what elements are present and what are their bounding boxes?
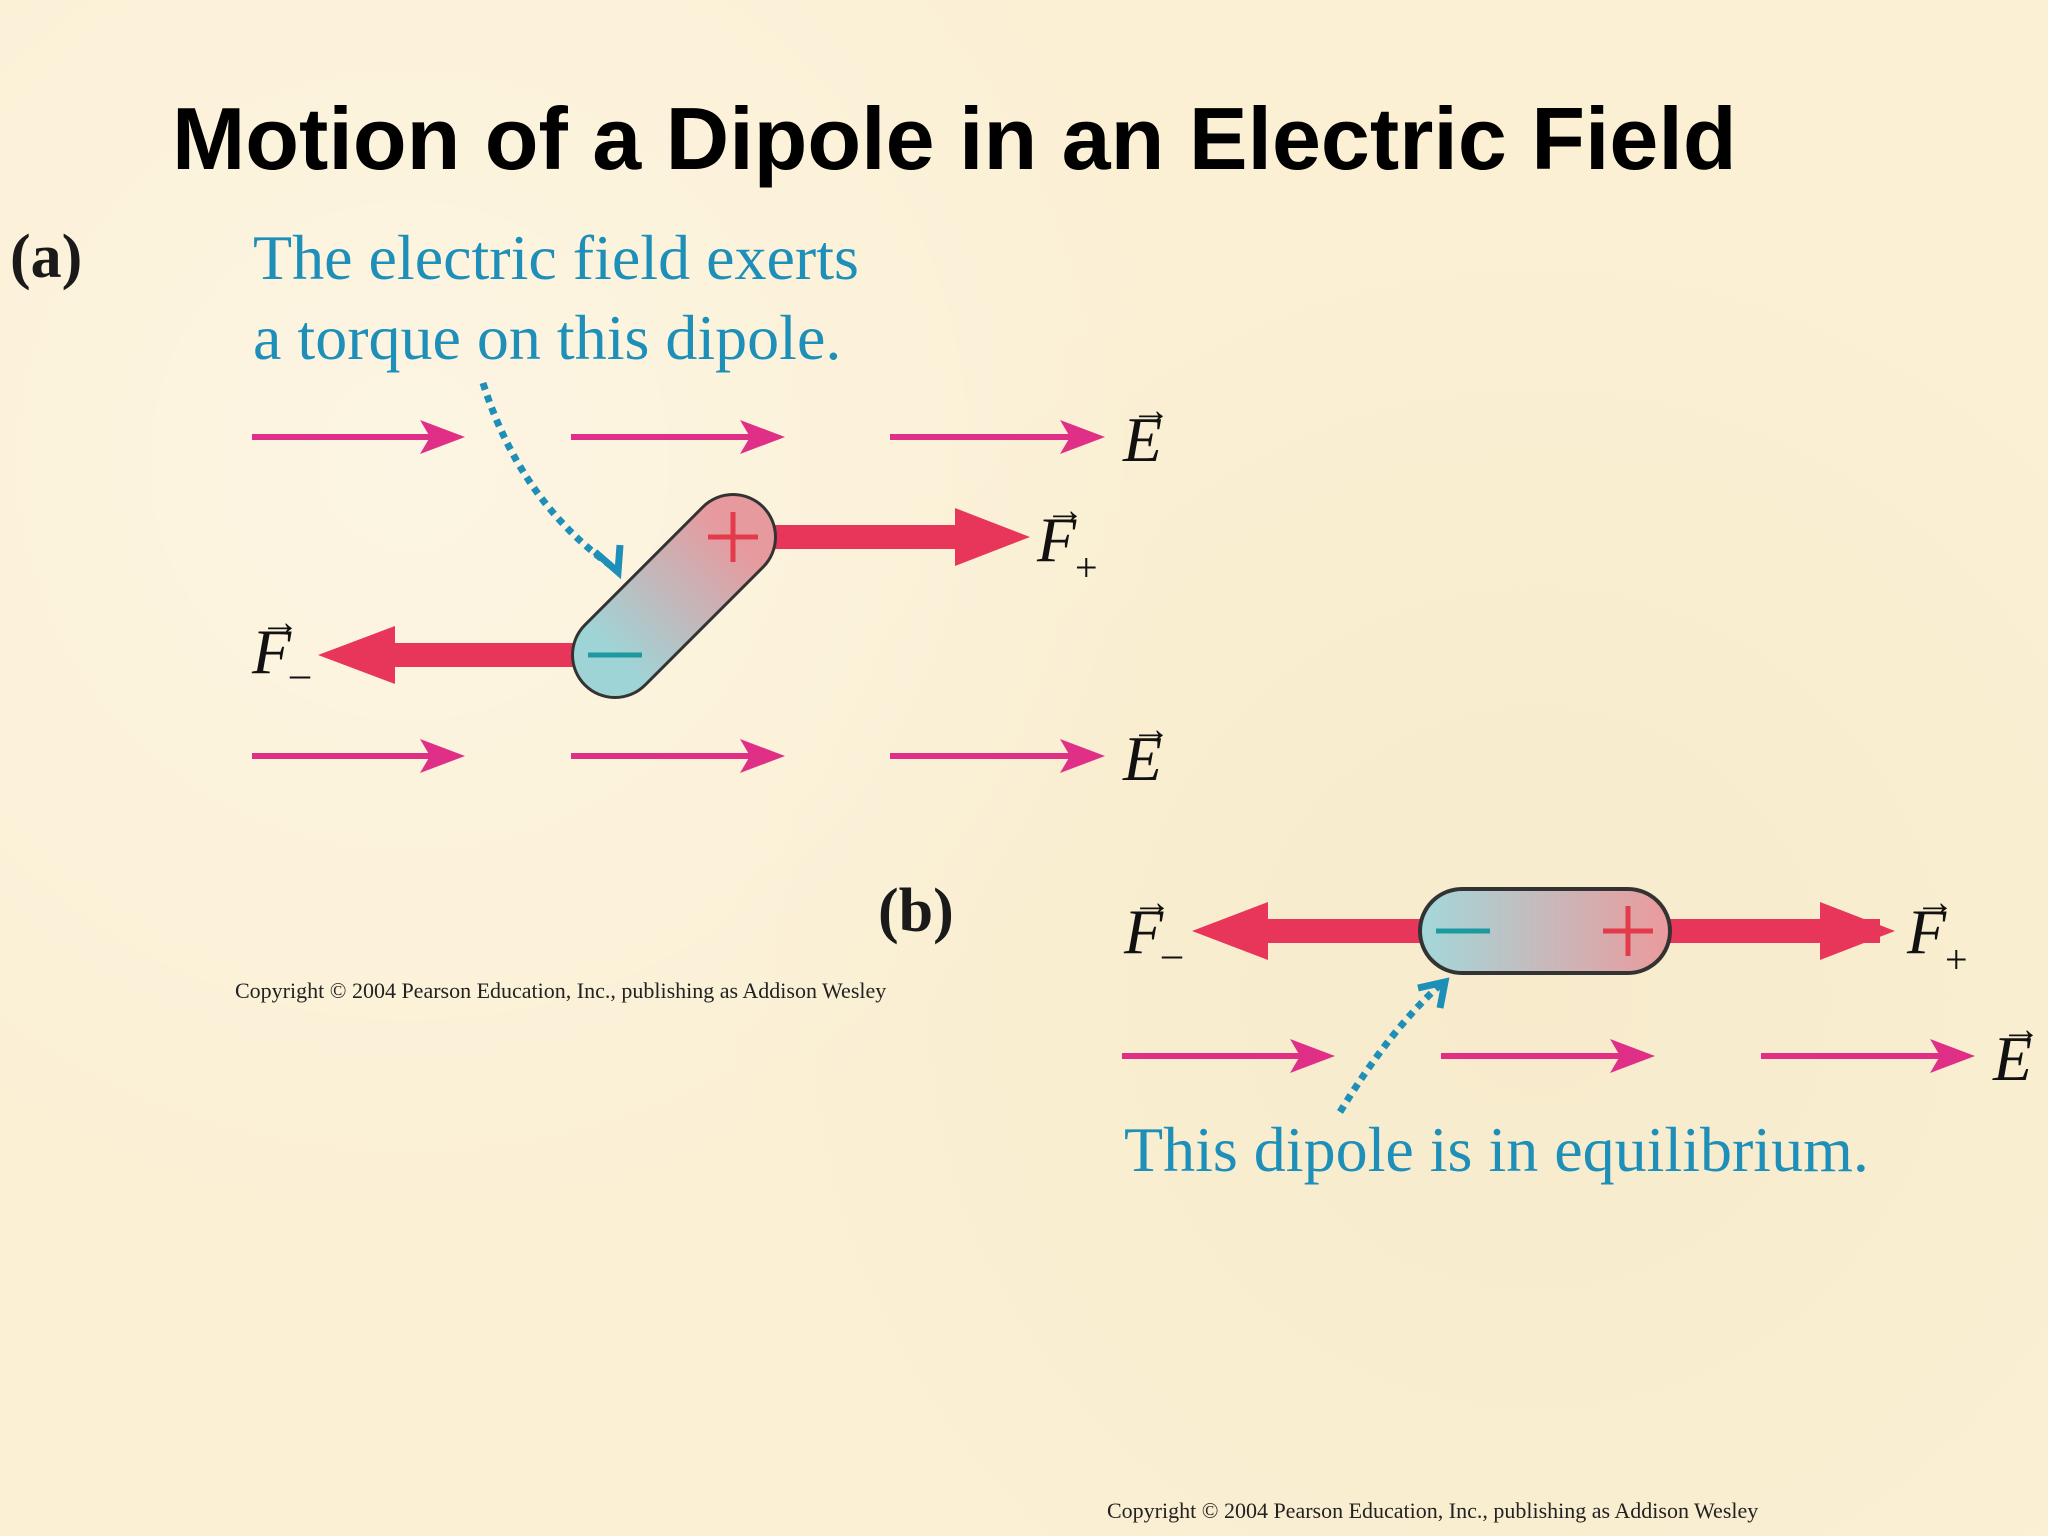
vector-arrow-icon: → bbox=[1131, 387, 1171, 432]
field-arrow bbox=[1761, 1039, 1975, 1073]
panel-a-copyright: Copyright © 2004 Pearson Education, Inc.… bbox=[235, 978, 887, 1003]
vector-arrow-icon: → bbox=[2001, 1006, 2041, 1051]
panel-b-pointer bbox=[1337, 977, 1450, 1114]
vector-arrow-icon: → bbox=[1045, 487, 1085, 532]
field-symbol: E bbox=[1123, 723, 1163, 794]
panel-a-caption-line1: The electric field exerts bbox=[253, 222, 859, 293]
vector-arrow-icon: → bbox=[260, 599, 300, 644]
panel-b-force-minus-label: → F – bbox=[1124, 882, 1182, 974]
panel-a-label: (a) bbox=[10, 223, 83, 291]
panel-a-dipole bbox=[571, 493, 777, 699]
force-symbol: F bbox=[1037, 504, 1077, 575]
force-subscript: – bbox=[290, 651, 310, 696]
positive-charge-icon bbox=[708, 512, 758, 562]
field-arrow bbox=[252, 420, 465, 454]
vector-arrow-icon: → bbox=[1132, 879, 1172, 924]
force-symbol: F bbox=[1124, 896, 1164, 967]
panel-a-pointer bbox=[479, 381, 624, 580]
panel-a-force-minus-arrow bbox=[318, 626, 585, 684]
slide-title: Motion of a Dipole in an Electric Field bbox=[172, 89, 1737, 188]
force-symbol: F bbox=[252, 616, 292, 687]
panel-a-field-arrows-top bbox=[252, 420, 1105, 454]
panel-b-label: (b) bbox=[878, 877, 954, 945]
field-arrow bbox=[252, 739, 465, 773]
panel-a-force-plus-arrow bbox=[770, 508, 1030, 566]
force-symbol: F bbox=[1907, 896, 1947, 967]
vector-arrow-icon: → bbox=[1915, 879, 1955, 924]
panel-b-field-label: → E bbox=[1993, 1009, 2041, 1091]
panel-b-dipole bbox=[1418, 887, 1672, 975]
panel-a-force-plus-label: → F + bbox=[1037, 490, 1098, 588]
panel-a-field-arrows-bottom bbox=[252, 739, 1105, 773]
force-subscript: + bbox=[1075, 545, 1098, 590]
vector-arrow-icon: → bbox=[1131, 706, 1171, 751]
field-arrow bbox=[571, 420, 785, 454]
panel-b-caption: This dipole is in equilibrium. bbox=[1124, 1114, 1869, 1185]
field-symbol: E bbox=[1123, 404, 1163, 475]
field-arrow bbox=[890, 739, 1105, 773]
panel-a-field-label-bottom: → E bbox=[1123, 709, 1171, 791]
panel-b-copyright: Copyright © 2004 Pearson Education, Inc.… bbox=[1107, 1498, 1759, 1523]
field-symbol: E bbox=[1993, 1023, 2033, 1094]
panel-a-field-label-top: → E bbox=[1123, 390, 1171, 472]
panel-a-caption-line2: a torque on this dipole. bbox=[253, 302, 842, 373]
force-subscript: – bbox=[1162, 931, 1182, 976]
panel-a-force-minus-label: → F – bbox=[252, 602, 310, 694]
field-arrow bbox=[571, 739, 785, 773]
panel-b-force-plus-arrow bbox=[1665, 902, 1895, 960]
field-arrow bbox=[1441, 1039, 1655, 1073]
field-arrow bbox=[890, 420, 1105, 454]
positive-charge-icon bbox=[1603, 906, 1653, 956]
field-arrow bbox=[1122, 1039, 1335, 1073]
panel-b-field-arrows bbox=[1122, 1039, 1975, 1073]
panel-b-force-minus-arrow bbox=[1192, 902, 1455, 960]
force-subscript: + bbox=[1945, 937, 1968, 982]
panel-b-force-plus-label: → F + bbox=[1907, 882, 1968, 980]
